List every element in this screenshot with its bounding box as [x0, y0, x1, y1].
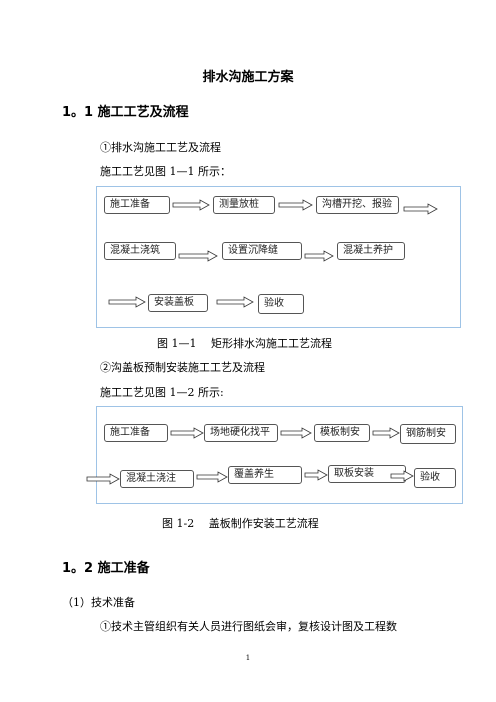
flowchart-2-frame: [96, 406, 463, 504]
section-heading-1-2: 1。2 施工准备: [62, 561, 150, 576]
flow2-arrow-icon: [280, 427, 312, 439]
flow2-arrow-icon: [372, 427, 400, 439]
flow2-step-slab-installation: 取板安装: [328, 465, 406, 483]
flow2-arrow-icon: [304, 469, 328, 481]
flow2-step-formwork: 模板制安: [314, 424, 370, 442]
flow2-step-rebar: 钢筋制安: [400, 424, 456, 444]
flow1-arrow-icon: [178, 250, 218, 262]
flow1-step-concrete-curing: 混凝土养护: [337, 242, 405, 260]
document-title: 排水沟施工方案: [202, 70, 294, 85]
flow2-step-concrete-pouring: 混凝土浇注: [120, 470, 194, 488]
flow2-arrow-icon: [196, 471, 228, 483]
paragraph-tech-prep-item1: ①技术主管组织有关人员进行图纸会审，复核设计图及工程数: [100, 620, 397, 633]
paragraph-item2-desc: 施工工艺见图 1—2 所示:: [100, 386, 224, 399]
flow1-arrow-icon: [403, 203, 438, 215]
flow2-arrow-icon: [86, 473, 120, 485]
paragraph-tech-prep: （1）技术准备: [62, 596, 135, 609]
paragraph-item2: ②沟盖板预制安装施工工艺及流程: [100, 361, 265, 374]
flow1-step-construction-prep: 施工准备: [104, 196, 170, 214]
flow1-arrow-icon: [304, 250, 334, 262]
paragraph-item1-desc: 施工工艺见图 1—1 所示：: [100, 165, 231, 178]
flow2-arrow-icon: [170, 427, 204, 439]
flow1-step-trench-excavation: 沟槽开挖、报验: [316, 196, 399, 214]
section-heading-1-1: 1。1 施工工艺及流程: [62, 105, 189, 120]
flow1-arrow-icon: [278, 199, 313, 211]
flow2-step-cover-curing: 覆盖养生: [228, 466, 302, 484]
flow1-arrow-icon: [216, 296, 254, 308]
page-number: 1: [245, 654, 251, 662]
flow1-arrow-icon: [172, 199, 210, 211]
flow1-arrow-icon: [108, 296, 146, 308]
flow2-step-site-hardening: 场地硬化找平: [204, 424, 278, 442]
flow2-arrow-icon: [390, 470, 414, 482]
flowchart-1-frame: [96, 186, 461, 328]
flow1-step-acceptance: 验收: [258, 294, 304, 314]
flow1-step-concrete-pouring: 混凝土浇筑: [104, 242, 176, 260]
flow2-step-construction-prep: 施工准备: [104, 424, 168, 442]
flow2-step-acceptance: 验收: [414, 468, 456, 488]
flow1-step-survey-stakes: 测量放桩: [213, 196, 275, 214]
flow1-step-settlement-joint: 设置沉降缝: [222, 242, 302, 260]
figure-caption-1-2: 图 1-2 盖板制作安装工艺流程: [162, 517, 319, 530]
paragraph-item1: ①排水沟施工工艺及流程: [100, 141, 221, 154]
figure-caption-1-1: 图 1—1 矩形排水沟施工工艺流程: [157, 337, 332, 350]
flow1-step-install-cover: 安装盖板: [148, 294, 208, 312]
